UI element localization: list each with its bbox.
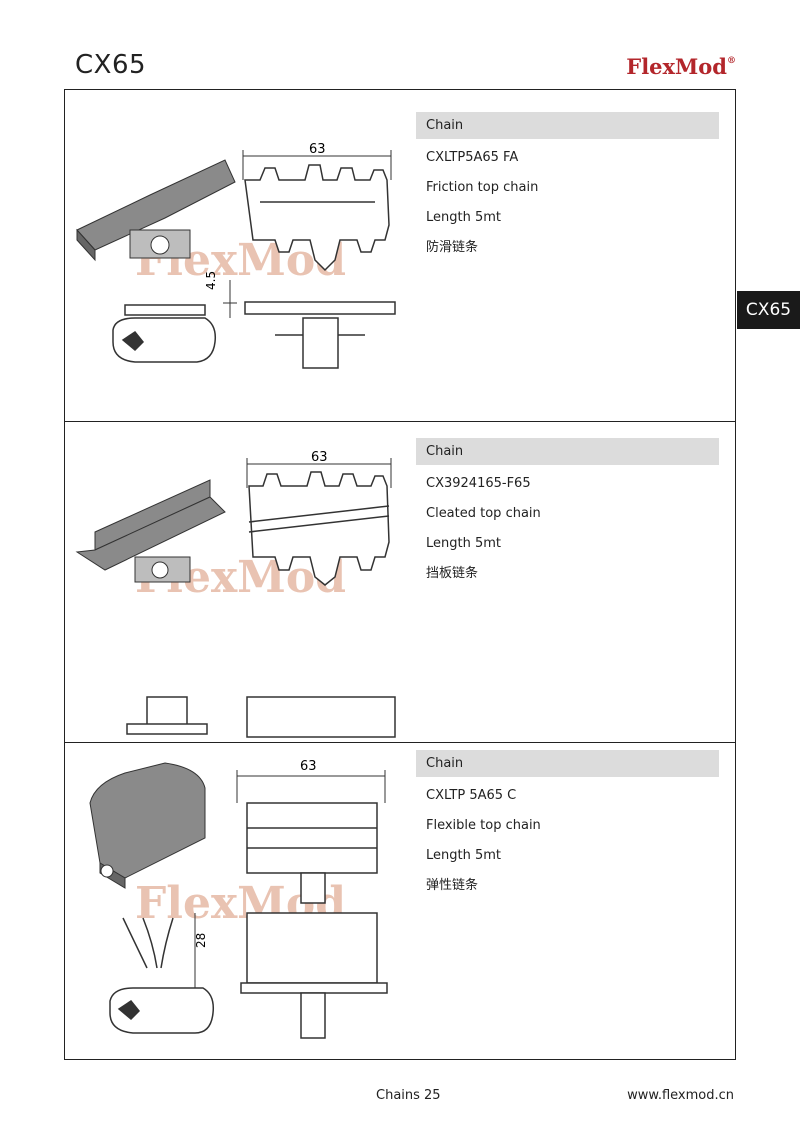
product-drawing-3: FlexMod 63 28 — [89, 759, 388, 1039]
product-length: Length 5mt — [426, 210, 502, 225]
website-link[interactable]: www.flexmod.cn — [627, 1088, 734, 1103]
product-code: CXLTP5A65 FA — [426, 150, 519, 165]
product-drawing-2: FlexMod 63 — [75, 450, 396, 738]
info-header: Chain — [416, 112, 719, 139]
product-info-1: Chain CXLTP5A65 FA Friction top chain Le… — [416, 112, 719, 263]
product-description: Cleated top chain — [426, 506, 541, 521]
product-section-2: FlexMod 63 — [65, 422, 735, 742]
info-header: Chain — [416, 750, 719, 777]
dimension-width-label: 63 — [309, 142, 326, 157]
chain-3d-view — [89, 762, 206, 889]
dimension-width-label: 63 — [300, 759, 317, 774]
product-drawing-1: FlexMod 63 — [76, 142, 396, 369]
chain-front-view — [244, 301, 396, 369]
chain-front-view — [246, 696, 396, 738]
product-description: Friction top chain — [426, 180, 539, 195]
product-chinese-name: 挡板链条 — [426, 566, 479, 581]
dimension-height-label: 4.5 — [204, 271, 218, 290]
product-length: Length 5mt — [426, 536, 502, 551]
chain-side-view — [126, 696, 208, 735]
dimension-width-label: 63 — [311, 450, 328, 465]
page-number: Chains 25 — [376, 1088, 441, 1103]
product-code: CXLTP 5A65 C — [426, 788, 517, 803]
side-tab[interactable]: CX65 — [737, 291, 800, 329]
chain-side-view — [112, 304, 217, 363]
page-title: CX65 — [75, 50, 147, 80]
brand-name: FlexMod — [626, 54, 727, 79]
product-length: Length 5mt — [426, 848, 502, 863]
info-header: Chain — [416, 438, 719, 465]
brand-logo: FlexMod® — [626, 54, 736, 79]
product-description: Flexible top chain — [426, 818, 541, 833]
product-code: CX3924165-F65 — [426, 476, 531, 491]
chain-3d-view — [76, 159, 236, 262]
dimension-width — [236, 770, 386, 803]
chain-side-view — [109, 917, 215, 1034]
dimension-height — [223, 280, 237, 318]
dimension-height-label: 28 — [194, 933, 208, 948]
brand-registered-mark: ® — [727, 56, 736, 66]
section-divider — [65, 742, 735, 743]
product-frame: FlexMod 63 — [64, 89, 736, 1060]
chain-top-view — [246, 802, 378, 904]
chain-3d-view — [75, 479, 226, 583]
chain-top-view — [248, 471, 390, 586]
product-info-2: Chain CX3924165-F65 Cleated top chain Le… — [416, 438, 719, 589]
product-chinese-name: 防滑链条 — [426, 240, 479, 255]
product-chinese-name: 弹性链条 — [426, 878, 479, 893]
chain-top-view — [244, 164, 390, 272]
chain-front-view — [240, 912, 388, 1039]
dimension-width — [246, 458, 392, 488]
product-section-1: FlexMod 63 — [65, 90, 735, 421]
product-section-3: FlexMod 63 28 — [65, 743, 735, 1059]
dimension-width — [242, 150, 392, 180]
section-divider — [65, 421, 735, 422]
product-info-3: Chain CXLTP 5A65 C Flexible top chain Le… — [416, 750, 719, 901]
